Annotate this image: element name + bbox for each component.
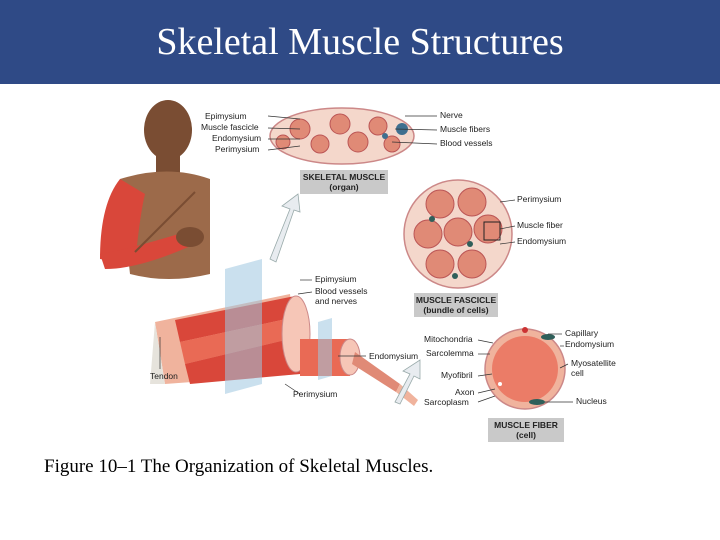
label-blood-vessels-arm: Blood vessels [315, 286, 367, 296]
fascicle-box-title: MUSCLE FASCICLE [416, 295, 497, 305]
title-bar: Skeletal Muscle Structures [0, 0, 720, 84]
organ-box [300, 170, 388, 194]
label-perimysium-fascicle: Perimysium [517, 194, 561, 204]
label-perimysium-arm: Perimysium [293, 389, 337, 399]
fiber-box-subtitle: (cell) [516, 430, 536, 440]
fascicle-cross-section [403, 179, 513, 289]
organ-box-subtitle: (organ) [329, 182, 358, 192]
label-axon: Axon [455, 387, 475, 397]
label-endomysium-fascicle: Endomysium [517, 236, 566, 246]
label-perimysium-organ: Perimysium [215, 144, 259, 154]
label-capillary: Capillary [565, 328, 599, 338]
label-epimysium-organ: Epimysium [205, 111, 247, 121]
label-endomysium-organ: Endomysium [212, 133, 261, 143]
fiber-box-title: MUSCLE FIBER [494, 420, 558, 430]
label-muscle-fiber: Muscle fiber [517, 220, 563, 230]
label-mitochondria: Mitochondria [424, 334, 473, 344]
label-blood-vessels: Blood vessels [440, 138, 492, 148]
label-nucleus: Nucleus [576, 396, 607, 406]
fascicle-box [414, 293, 498, 317]
slide-title: Skeletal Muscle Structures [156, 21, 564, 63]
label-myosatellite: Myosatellite [571, 358, 616, 368]
organ-cross-section [269, 107, 415, 165]
label-epimysium-arm: Epimysium [315, 274, 357, 284]
figure-caption: Figure 10–1 The Organization of Skeletal… [44, 456, 434, 477]
label-endomysium-fiber: Endomysium [565, 339, 614, 349]
label-sarcolemma: Sarcolemma [426, 348, 474, 358]
label-nerve: Nerve [440, 110, 463, 120]
label-tendon: Tendon [150, 371, 178, 381]
human-figure [100, 100, 210, 279]
fiber-cross-section [484, 327, 566, 410]
label-muscle-fibers: Muscle fibers [440, 124, 490, 134]
fiber-box [488, 418, 564, 442]
label-and-nerves: and nerves [315, 296, 357, 306]
label-cell: cell [571, 368, 584, 378]
muscle-organization-diagram: Epimysium Muscle fascicle Endomysium Per… [100, 100, 616, 442]
fascicle-box-subtitle: (bundle of cells) [423, 305, 488, 315]
dissected-muscle [150, 259, 418, 406]
label-myofibril: Myofibril [441, 370, 473, 380]
label-sarcoplasm: Sarcoplasm [424, 397, 469, 407]
label-endomysium-arm: Endomysium [369, 351, 418, 361]
label-muscle-fascicle: Muscle fascicle [201, 122, 259, 132]
organ-box-title: SKELETAL MUSCLE [303, 172, 386, 182]
